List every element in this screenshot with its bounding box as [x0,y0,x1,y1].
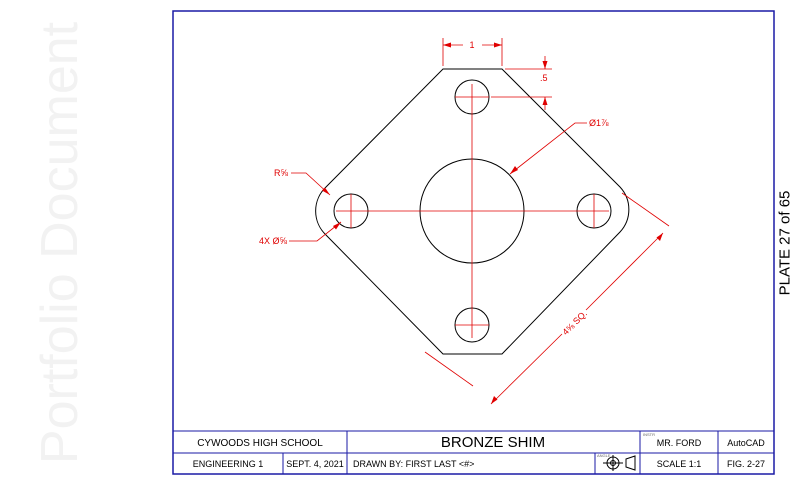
square-dim-bottom [490,333,563,405]
radius-label: R⅝ [274,168,288,178]
hole-label: 4X Ø⅝ [259,236,288,246]
shim-profile [315,68,630,355]
square-dim-top [585,232,664,311]
arrow-square-bottom [491,396,498,404]
square-ext-bottom [424,351,474,387]
arrow-offset-bottom [542,97,548,105]
arrow-offset-top [542,61,548,69]
software-name: AutoCAD [727,438,765,448]
centerlines [336,84,609,338]
drawn-by: DRAWN BY: FIRST LAST <#> [353,459,474,469]
dimensions [289,38,670,405]
offset-label: .5 [540,73,548,83]
figure-number: FIG. 2-27 [727,459,765,469]
third-angle-symbol [603,455,636,471]
center-hole-leader [509,122,587,175]
top-width-label: 1 [469,40,474,50]
instructor-caption: INSTR [643,432,655,437]
square-label: 4⅝ SQ. [560,308,589,337]
hole-leader [289,221,342,242]
arrow-radius [322,187,330,195]
square-ext-top [621,192,670,227]
arrow-top-left [443,42,451,48]
arrow-top-right [494,42,502,48]
radius-leader [291,172,331,196]
sheet-border [172,10,775,475]
projection-caption: ANGLE [597,453,611,458]
title-block [173,430,774,474]
center-hole-label: Ø1⅞ [589,118,609,128]
drawing-title: BRONZE SHIM [441,434,545,451]
arrow-center-hole [510,166,518,174]
arrow-hole [333,222,341,230]
arrow-square-top [656,233,663,241]
drawing-date: SEPT. 4, 2021 [286,459,344,469]
dimension-labels: 1 .5 Ø1⅞ R⅝ 4X Ø⅝ 4⅝ SQ. [259,40,609,337]
title-block-text: CYWOODS HIGH SCHOOL BRONZE SHIM INSTR MR… [193,432,766,469]
course-name: ENGINEERING 1 [193,459,264,469]
drawing-scale: SCALE 1:1 [657,459,702,469]
instructor-name: MR. FORD [657,438,702,448]
school-name: CYWOODS HIGH SCHOOL [197,438,323,449]
